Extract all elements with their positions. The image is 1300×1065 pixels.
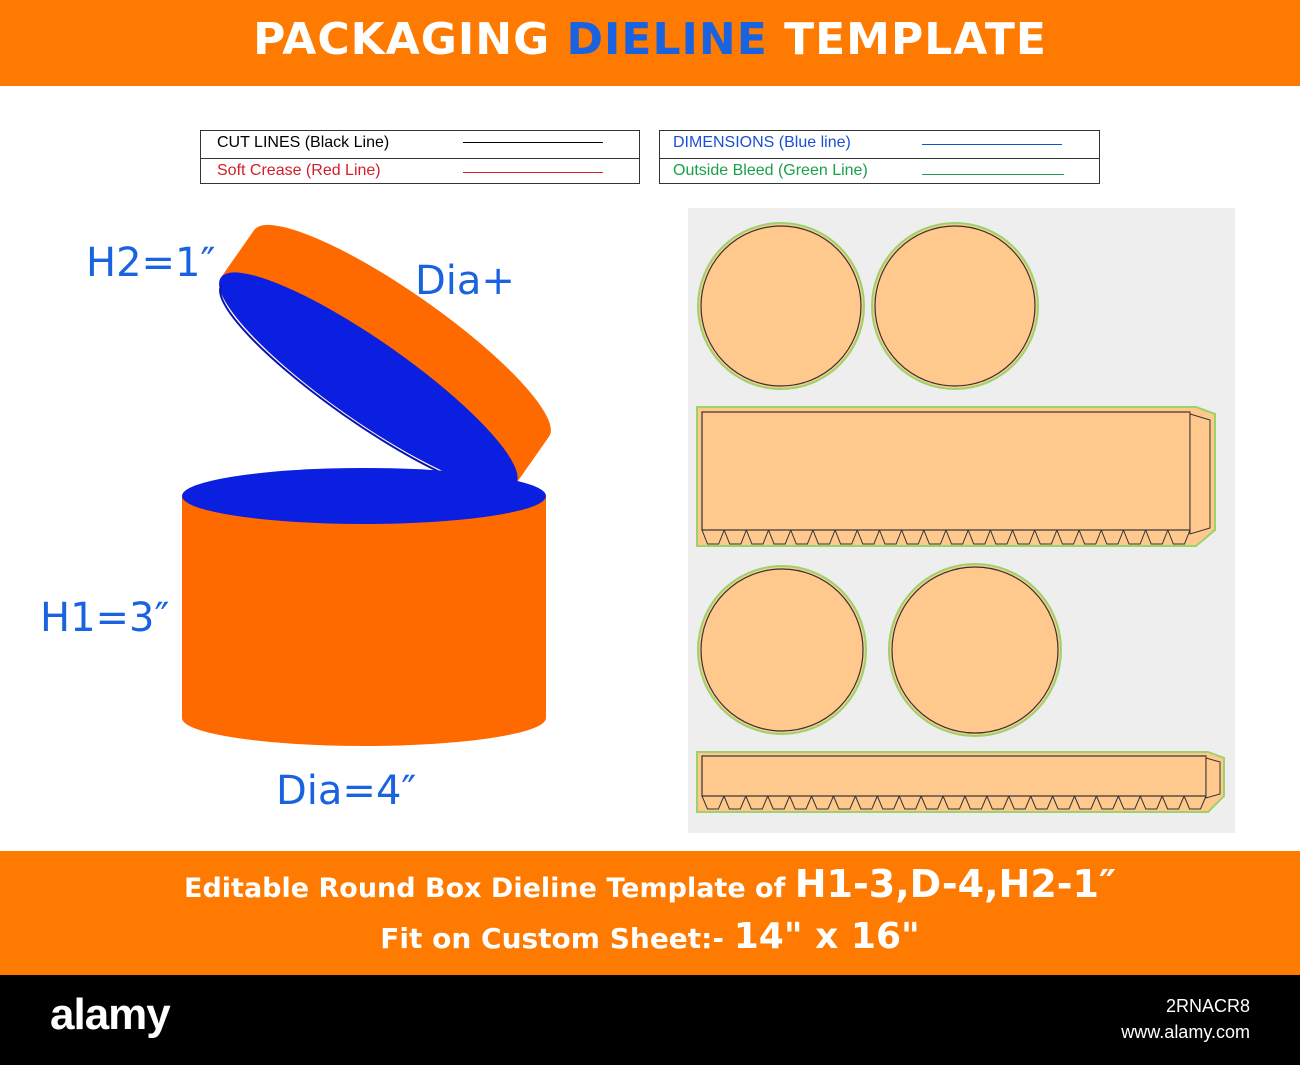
label-h2: H2=1″	[86, 240, 216, 286]
base-circle-2	[891, 566, 1059, 734]
legend-label-bleed: Outside Bleed (Green Line)	[673, 162, 868, 179]
caption-line1-dimensions: H1-3,D-4,H2-1″	[794, 862, 1116, 906]
box-base	[182, 468, 546, 746]
legend-swatch-cut	[463, 142, 603, 143]
label-dia: Dia=4″	[276, 768, 417, 814]
legend-label-cut: CUT LINES (Black Line)	[217, 134, 390, 151]
lid-band-glue-flap	[1205, 757, 1221, 799]
legend-swatch-crease	[463, 172, 603, 173]
alamy-logo: alamy	[50, 990, 171, 1039]
base-circle	[700, 568, 864, 732]
page-title: PACKAGING DIELINE TEMPLATE	[0, 14, 1300, 65]
footer-caption-line2: Fit on Custom Sheet:- 14" x 16"	[0, 916, 1300, 957]
label-dia-plus: Dia+	[415, 258, 515, 304]
legend-label-crease: Soft Crease (Red Line)	[217, 162, 381, 179]
title-part1: PACKAGING	[253, 14, 567, 65]
footer-bar	[0, 975, 1300, 1065]
legend-swatch-dimensions	[922, 144, 1062, 145]
lid-inside	[219, 272, 518, 490]
base-band	[701, 411, 1191, 531]
caption-line2-size: 14" x 16"	[733, 916, 920, 957]
lid-top-circle	[700, 225, 862, 387]
legend-row-dimensions: DIMENSIONS (Blue line)	[660, 131, 1099, 157]
title-highlight: DIELINE	[566, 14, 768, 65]
caption-line1-text: Editable Round Box Dieline Template of	[184, 873, 795, 904]
legend-swatch-bleed	[922, 174, 1064, 175]
glue-tab-row	[701, 529, 1191, 545]
base-side	[182, 496, 546, 746]
legend-row-crease: Soft Crease (Red Line)	[201, 158, 639, 185]
round-box-illustration	[182, 224, 551, 746]
top-banner	[0, 0, 1300, 86]
caption-line2-text: Fit on Custom Sheet:-	[380, 922, 734, 955]
footer-url: www.alamy.com	[1121, 1022, 1250, 1042]
image-id: 2RNACR8	[1165, 996, 1250, 1016]
legend-row-cut: CUT LINES (Black Line)	[201, 131, 639, 157]
legend-row-bleed: Outside Bleed (Green Line)	[660, 158, 1099, 185]
base-opening	[182, 468, 546, 524]
bottom-banner	[0, 851, 1300, 975]
base-band-tabs	[701, 529, 1191, 545]
legend-table-right: DIMENSIONS (Blue line) Outside Bleed (Gr…	[659, 130, 1100, 184]
legend-label-dimensions: DIMENSIONS (Blue line)	[673, 134, 851, 151]
lid-band	[701, 755, 1207, 797]
title-part2: TEMPLATE	[767, 14, 1047, 65]
base-band-glue-flap	[1189, 413, 1211, 535]
glue-tab-row	[701, 795, 1207, 810]
footer-caption-line1: Editable Round Box Dieline Template of H…	[0, 862, 1300, 906]
lid-band-tabs	[701, 795, 1207, 810]
label-h1: H1=3″	[40, 595, 170, 641]
lid-top-circle-2	[874, 225, 1036, 387]
legend-table-left: CUT LINES (Black Line) Soft Crease (Red …	[200, 130, 640, 184]
dieline-drawing	[696, 222, 1225, 813]
